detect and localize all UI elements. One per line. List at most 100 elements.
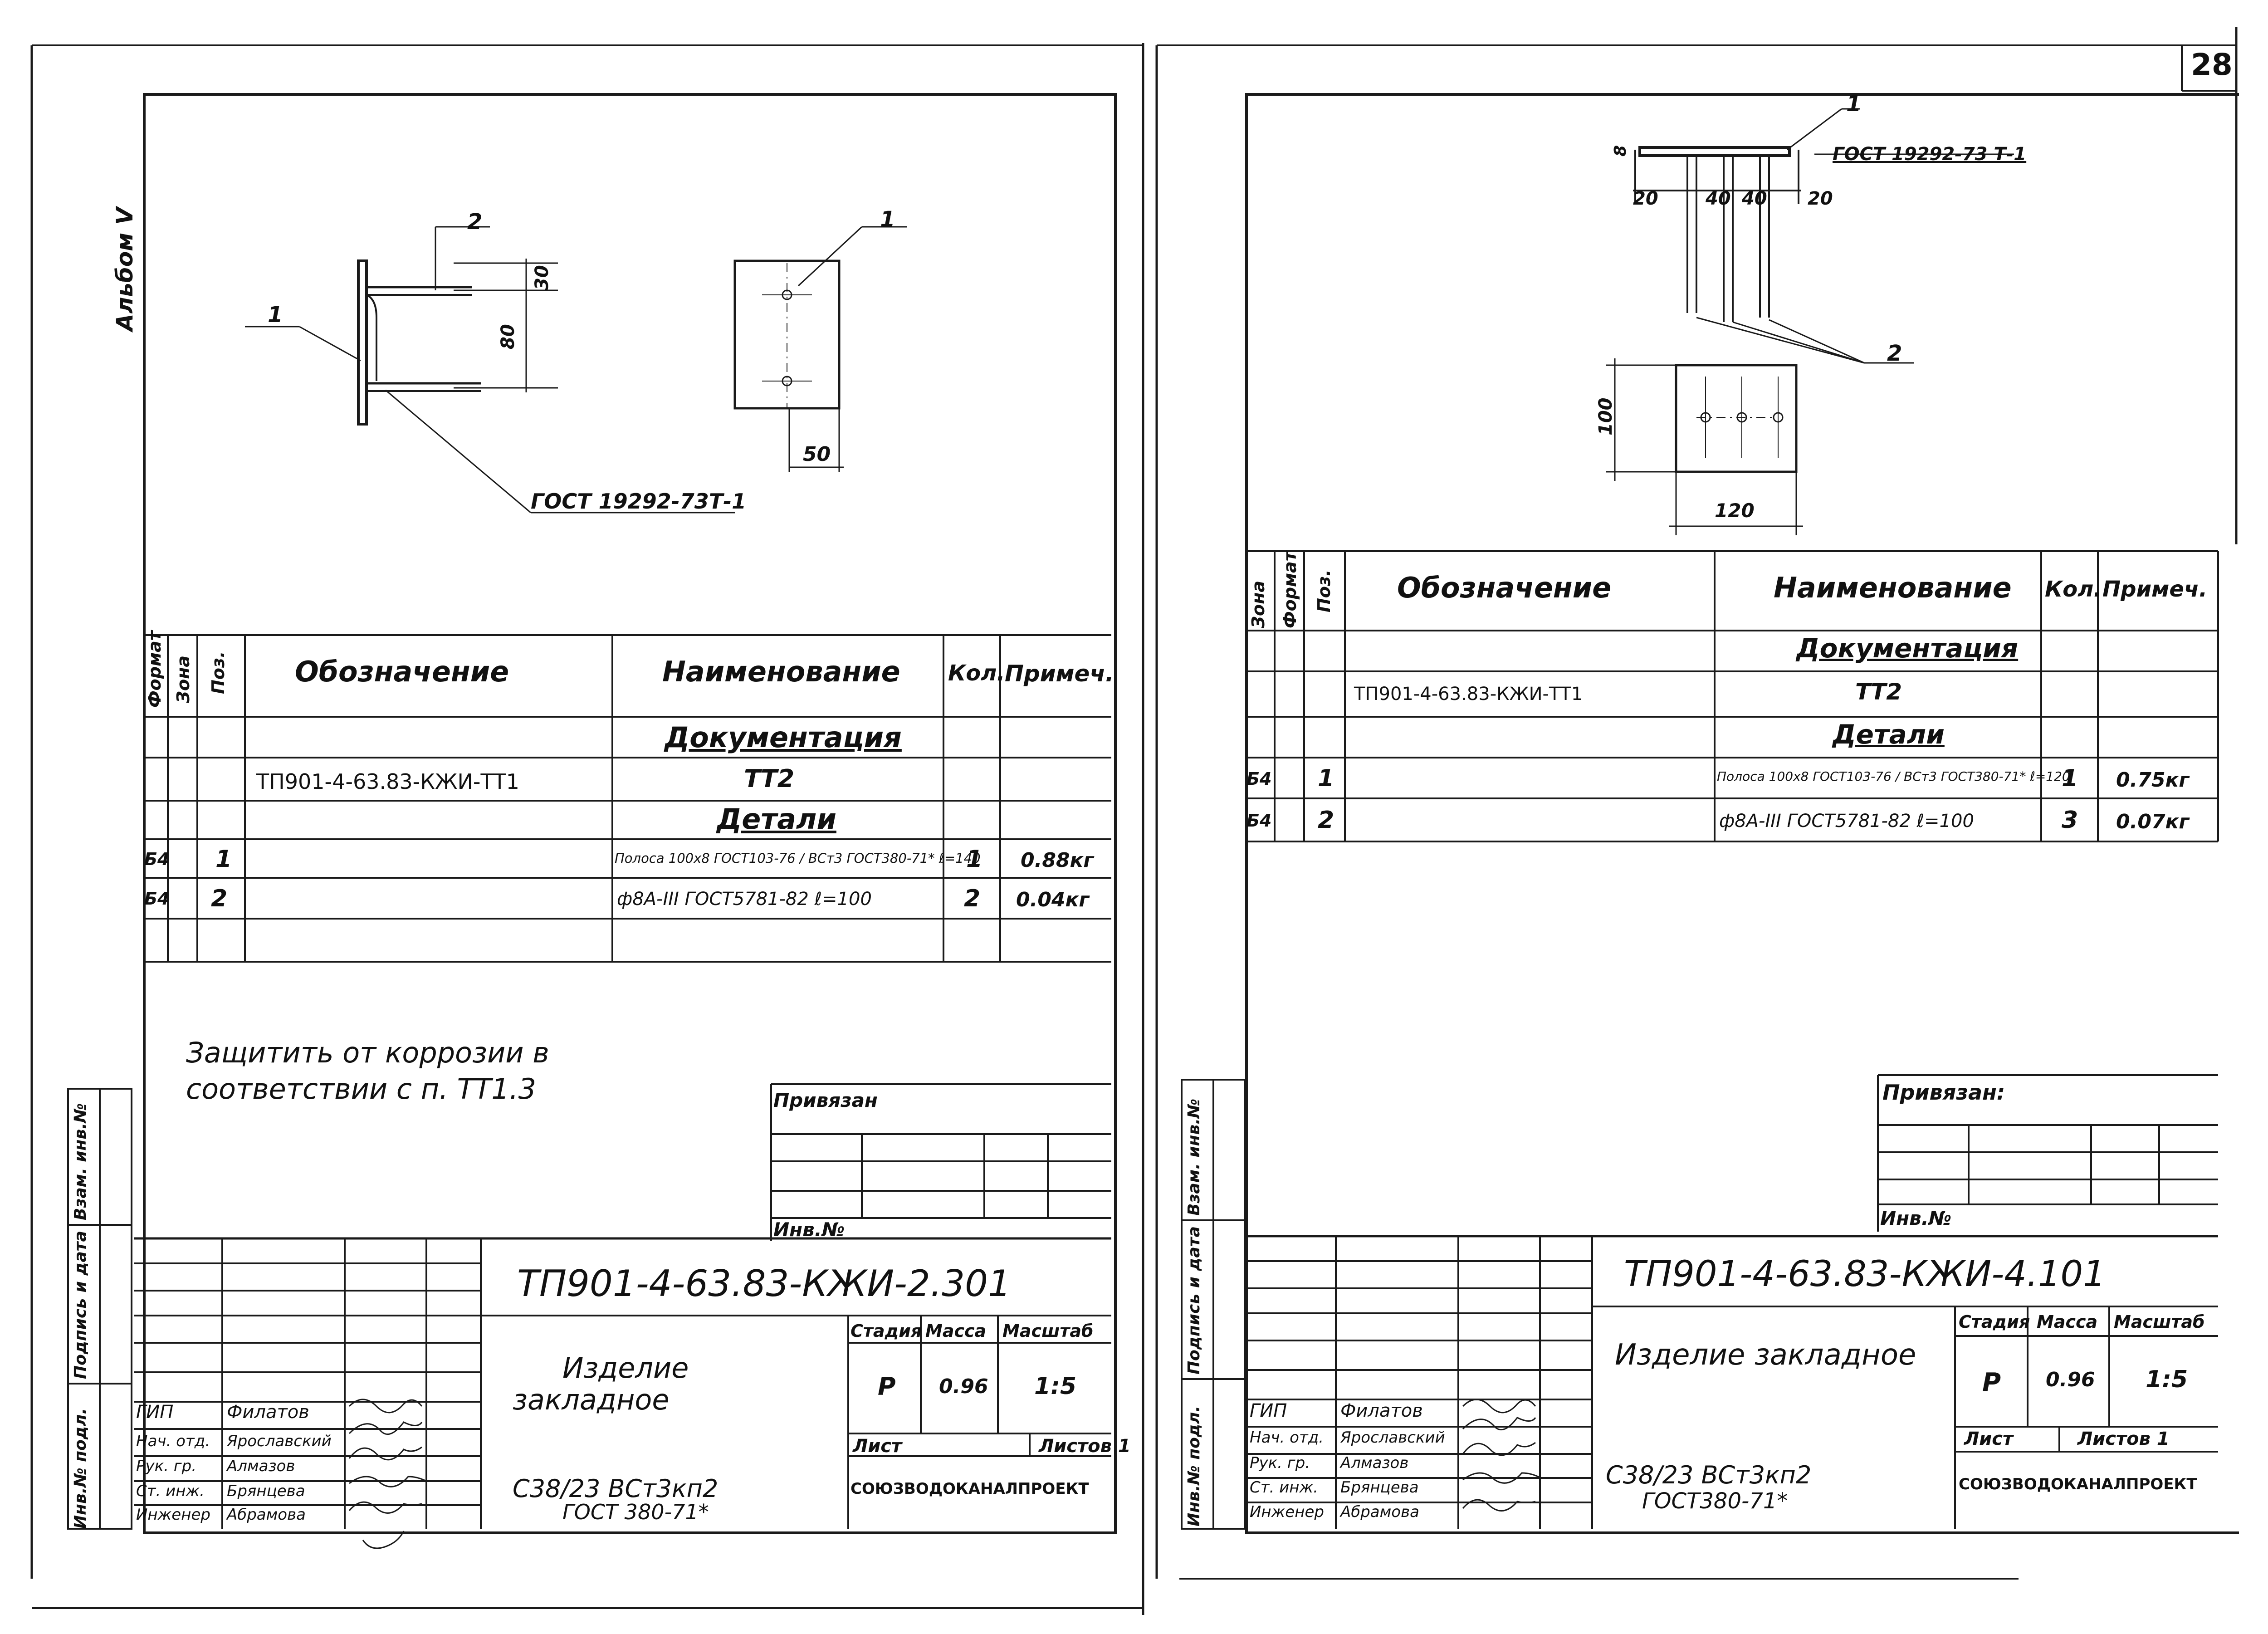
right-doc-section: Документация (1796, 633, 2019, 664)
left-pos1-plan-label: 1 (880, 207, 895, 232)
left-col-qty: Кол. (948, 660, 1005, 686)
right-row2-format: Б4 (1246, 811, 1272, 831)
left-row1-qty: 1 (966, 846, 983, 873)
right-product-name: Изделие закладное (1615, 1338, 1916, 1372)
left-scale-value: 1:5 (1034, 1373, 1077, 1400)
right-col-designation: Обозначение (1397, 571, 1612, 604)
right-staff-name-4: Абрамова (1340, 1503, 1419, 1521)
right-dim-20b: 20 (1808, 188, 1833, 209)
left-sheets-label: Листов 1 (1039, 1436, 1131, 1457)
right-org: СОЮЗВОДОКАНАЛПРОЕКТ (1959, 1475, 2197, 1493)
left-mass-label: Масса (925, 1321, 987, 1341)
right-pos1-label: 1 (1846, 91, 1862, 117)
left-stage-label: Стадия (850, 1321, 922, 1341)
right-scale-label: Масштаб (2114, 1312, 2205, 1332)
right-mass-value: 0.96 (2046, 1368, 2095, 1391)
right-sheet-label: Лист (1964, 1429, 2014, 1449)
left-pos1-label: 1 (268, 302, 283, 328)
right-dim-40b: 40 (1742, 188, 1767, 209)
left-row2-qty: 2 (964, 885, 981, 912)
right-staff-role-3: Ст. инж. (1250, 1478, 1318, 1497)
left-doc-name: ТТ2 (744, 764, 795, 793)
left-material-2: ГОСТ 380-71* (562, 1500, 709, 1524)
left-doc-section: Документация (665, 721, 902, 754)
right-material-2: ГОСТ380-71* (1642, 1488, 1788, 1514)
left-dim-50: 50 (803, 443, 831, 466)
left-pos2-label: 2 (467, 209, 483, 235)
left-staff-role-1: Нач. отд. (136, 1432, 210, 1450)
right-row1-pos: 1 (1318, 765, 1334, 792)
right-row1-note: 0.75кг (2116, 768, 2190, 792)
right-stage-label: Стадия (1959, 1312, 2030, 1332)
left-staff-role-4: Инженер (136, 1506, 210, 1524)
left-staff-name-3: Брянцева (227, 1482, 305, 1500)
right-material-1: С38/23 ВСт3кп2 (1606, 1461, 1812, 1489)
left-privyazan-label: Привязан (773, 1089, 878, 1111)
right-mass-label: Масса (2037, 1312, 2098, 1332)
right-row2-pos: 2 (1318, 807, 1334, 834)
right-row1-format: Б4 (1246, 769, 1272, 789)
left-col-note: Примеч. (1005, 660, 1114, 687)
right-staff-name-1: Ярославский (1340, 1429, 1445, 1447)
left-doc-code: ТП901-4-63.83-КЖИ-ТТ1 (256, 769, 519, 794)
right-title-code: ТП901-4-63.83-КЖИ-4.101 (1624, 1254, 2106, 1295)
left-row1-pos: 1 (215, 846, 232, 873)
right-row1-name: Полоса 100х8 ГОСТ103-76 / ВСт3 ГОСТ380-7… (1717, 769, 2070, 784)
right-doc-code: ТП901-4-63.83-КЖИ-ТТ1 (1354, 684, 1583, 704)
left-col-name: Наименование (662, 655, 900, 688)
left-row1-format: Б4 (144, 849, 170, 869)
left-parts-section: Детали (717, 802, 836, 836)
left-sheet-label: Лист (853, 1436, 902, 1457)
left-mass-value: 0.96 (939, 1375, 988, 1398)
left-product-name-2: закладное (513, 1383, 670, 1416)
right-side-podpis: Подпись и дата (1185, 1226, 1203, 1375)
right-stage-value: Р (1982, 1368, 2001, 1397)
right-row2-note: 0.07кг (2116, 810, 2190, 833)
right-dim-120: 120 (1715, 499, 1755, 522)
left-protect-note-2: соответствии с п. ТТ1.3 (186, 1072, 537, 1106)
left-staff-role-0: ГИП (136, 1402, 174, 1423)
right-dim-20a: 20 (1633, 188, 1658, 209)
left-col-designation: Обозначение (295, 655, 509, 688)
left-row2-pos: 2 (211, 885, 228, 912)
right-staff-role-4: Инженер (1250, 1503, 1324, 1521)
right-privyazan-label: Привязан: (1882, 1080, 2005, 1105)
left-staff-role-3: Ст. инж. (136, 1482, 205, 1500)
right-pos2-label: 2 (1887, 341, 1902, 366)
left-staff-name-0: Филатов (227, 1402, 309, 1423)
left-scale-label: Масштаб (1002, 1321, 1094, 1341)
right-side-inv-podl: Инв.№ подл. (1185, 1405, 1203, 1526)
right-staff-name-3: Брянцева (1340, 1478, 1419, 1497)
right-row1-qty: 1 (2062, 765, 2078, 792)
left-inv-label: Инв.№ (773, 1218, 845, 1241)
right-sheet (1245, 93, 2239, 1534)
left-material-1: С38/23 ВСт3кп2 (513, 1474, 719, 1503)
left-org: СОЮЗВОДОКАНАЛПРОЕКТ (850, 1480, 1089, 1498)
left-row2-name: ф8А-III ГОСТ5781-82 ℓ=100 (617, 889, 872, 910)
right-inv-label: Инв.№ (1880, 1207, 1952, 1229)
left-row1-note: 0.88кг (1021, 849, 1094, 872)
left-gost-note: ГОСТ 19292-73Т-1 (531, 489, 747, 514)
left-staff-role-2: Рук. гр. (136, 1457, 197, 1475)
page-number: 28 (2191, 47, 2233, 82)
right-staff-name-0: Филатов (1340, 1400, 1423, 1421)
left-row1-name: Полоса 100х8 ГОСТ103-76 / ВСт3 ГОСТ380-7… (615, 851, 981, 866)
left-protect-note-1: Защитить от коррозии в (186, 1036, 549, 1069)
right-sheets-label: Листов 1 (2077, 1429, 2170, 1449)
right-gost-note: ГОСТ 19292-73 Т-1 (1833, 144, 2027, 165)
left-staff-name-1: Ярославский (227, 1432, 332, 1450)
right-scale-value: 1:5 (2146, 1366, 2188, 1393)
right-doc-name: ТТ2 (1855, 679, 1902, 705)
right-row2-name: ф8А-III ГОСТ5781-82 ℓ=100 (1719, 811, 1974, 832)
left-title-code: ТП901-4-63.83-КЖИ-2.301 (517, 1262, 1011, 1305)
right-dim-40a: 40 (1706, 188, 1731, 209)
left-sheet (143, 93, 1117, 1534)
